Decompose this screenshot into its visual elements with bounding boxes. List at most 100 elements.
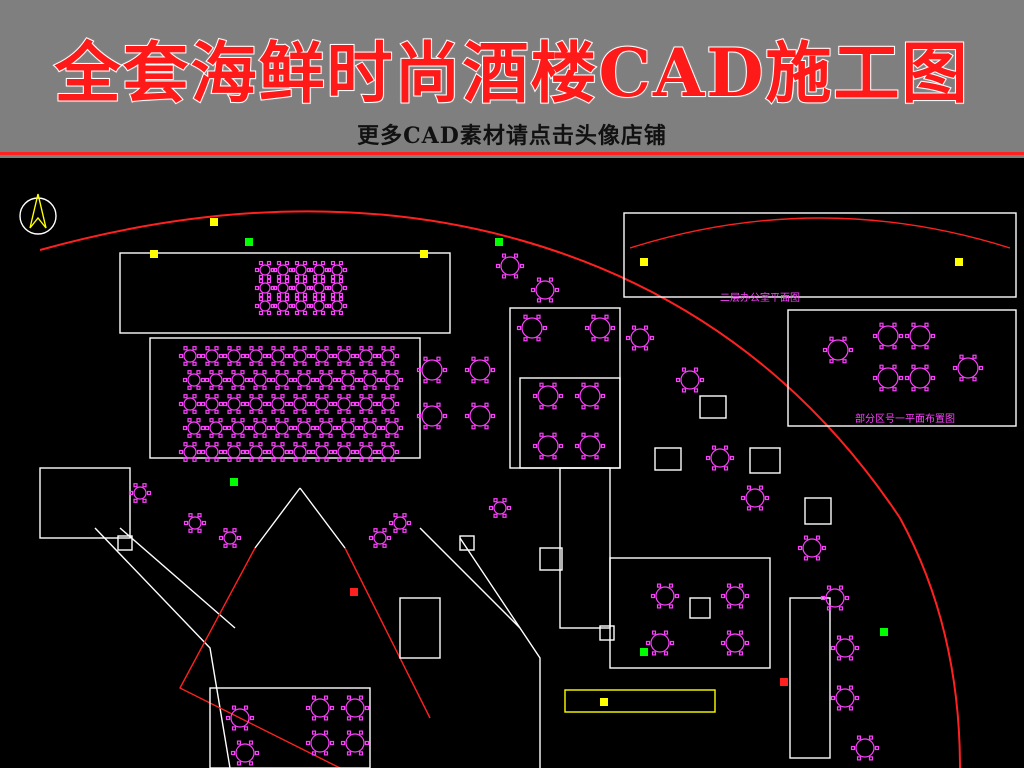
- dining-table: [315, 397, 329, 411]
- dining-table: [725, 633, 745, 653]
- dining-chair: [200, 377, 206, 383]
- dining-chair: [227, 442, 232, 447]
- dining-chair: [266, 353, 272, 359]
- dining-chair: [266, 292, 272, 298]
- dining-table: [393, 516, 407, 530]
- dining-chair: [523, 337, 528, 342]
- dining-table: [827, 339, 849, 361]
- dining-chair: [336, 377, 342, 383]
- dining-chair: [294, 274, 300, 280]
- dining-chair: [284, 310, 290, 316]
- dining-chair: [128, 490, 134, 496]
- dining-table: [537, 385, 559, 407]
- dining-chair: [539, 432, 544, 437]
- dining-chair: [911, 387, 916, 392]
- dining-chair: [204, 425, 210, 431]
- dining-chair: [183, 442, 188, 447]
- dining-chair: [372, 449, 378, 455]
- dining-table: [331, 300, 343, 312]
- dining-chair: [297, 418, 302, 423]
- dining-chair: [310, 353, 316, 359]
- dining-chair: [244, 449, 250, 455]
- dining-chair: [280, 394, 285, 399]
- dining-chair: [390, 361, 395, 366]
- dining-chair: [258, 361, 263, 366]
- dining-chair: [305, 740, 311, 746]
- dining-chair: [390, 442, 395, 447]
- dining-chair: [236, 740, 242, 745]
- dining-chair: [726, 604, 732, 609]
- dining-chair: [854, 645, 860, 651]
- dining-table: [277, 264, 289, 276]
- dining-table: [909, 325, 931, 347]
- dining-chair: [844, 595, 850, 601]
- dining-chair: [324, 394, 329, 399]
- dining-chair: [297, 370, 302, 375]
- dining-table: [337, 445, 351, 459]
- dining-table: [205, 349, 219, 363]
- dining-chair: [272, 267, 278, 273]
- dining-chair: [368, 442, 373, 447]
- dining-chair: [548, 298, 554, 303]
- dining-chair: [258, 260, 264, 266]
- dining-chair: [254, 303, 260, 309]
- dining-chair: [302, 260, 308, 266]
- dining-chair: [266, 278, 272, 284]
- dining-chair: [231, 705, 237, 710]
- inset-mid-caption: 部分区号一平面布置图: [855, 412, 955, 425]
- dining-chair: [346, 394, 351, 399]
- dining-chair: [314, 377, 320, 383]
- dining-chair: [231, 433, 236, 438]
- dining-table: [209, 373, 223, 387]
- dining-chair: [328, 370, 333, 375]
- dining-chair: [312, 296, 318, 302]
- dining-chair: [584, 325, 590, 331]
- dining-chair: [314, 425, 320, 431]
- dining-chair: [328, 449, 334, 455]
- dining-chair: [319, 418, 324, 423]
- dining-table: [345, 698, 365, 718]
- dining-chair: [320, 260, 326, 266]
- dining-table: [295, 300, 307, 312]
- dining-chair: [436, 379, 441, 384]
- dining-chair: [338, 292, 344, 298]
- dining-chair: [797, 545, 803, 551]
- dining-chair: [270, 425, 276, 431]
- dining-chair: [214, 457, 219, 462]
- dining-chair: [330, 260, 336, 266]
- dining-chair: [336, 425, 342, 431]
- dining-chair: [346, 716, 352, 721]
- dining-chair: [323, 751, 329, 756]
- dining-chair: [542, 325, 548, 331]
- dining-table: [589, 317, 611, 339]
- dining-chair: [271, 346, 276, 351]
- dining-chair: [402, 528, 407, 533]
- dining-chair: [236, 535, 242, 541]
- dining-chair: [924, 387, 929, 392]
- dining-table: [183, 445, 197, 459]
- dining-chair: [631, 346, 637, 351]
- dining-chair: [723, 466, 729, 471]
- dining-table: [209, 421, 223, 435]
- dining-table: [655, 586, 675, 606]
- dining-table: [319, 421, 333, 435]
- dining-chair: [319, 370, 324, 375]
- dining-chair: [394, 401, 400, 407]
- dining-chair: [249, 442, 254, 447]
- dining-chair: [959, 377, 964, 382]
- dining-table: [183, 397, 197, 411]
- dining-chair: [222, 401, 228, 407]
- dining-table: [231, 421, 245, 435]
- dining-chair: [271, 361, 276, 366]
- dining-chair: [319, 433, 324, 438]
- dining-chair: [381, 346, 386, 351]
- dining-chair: [214, 394, 219, 399]
- dining-table: [385, 421, 399, 435]
- dining-chair: [398, 377, 404, 383]
- dining-table: [295, 264, 307, 276]
- dining-chair: [394, 449, 400, 455]
- dining-chair: [904, 333, 910, 339]
- dining-chair: [187, 433, 192, 438]
- dining-chair: [258, 442, 263, 447]
- dining-table: [363, 421, 377, 435]
